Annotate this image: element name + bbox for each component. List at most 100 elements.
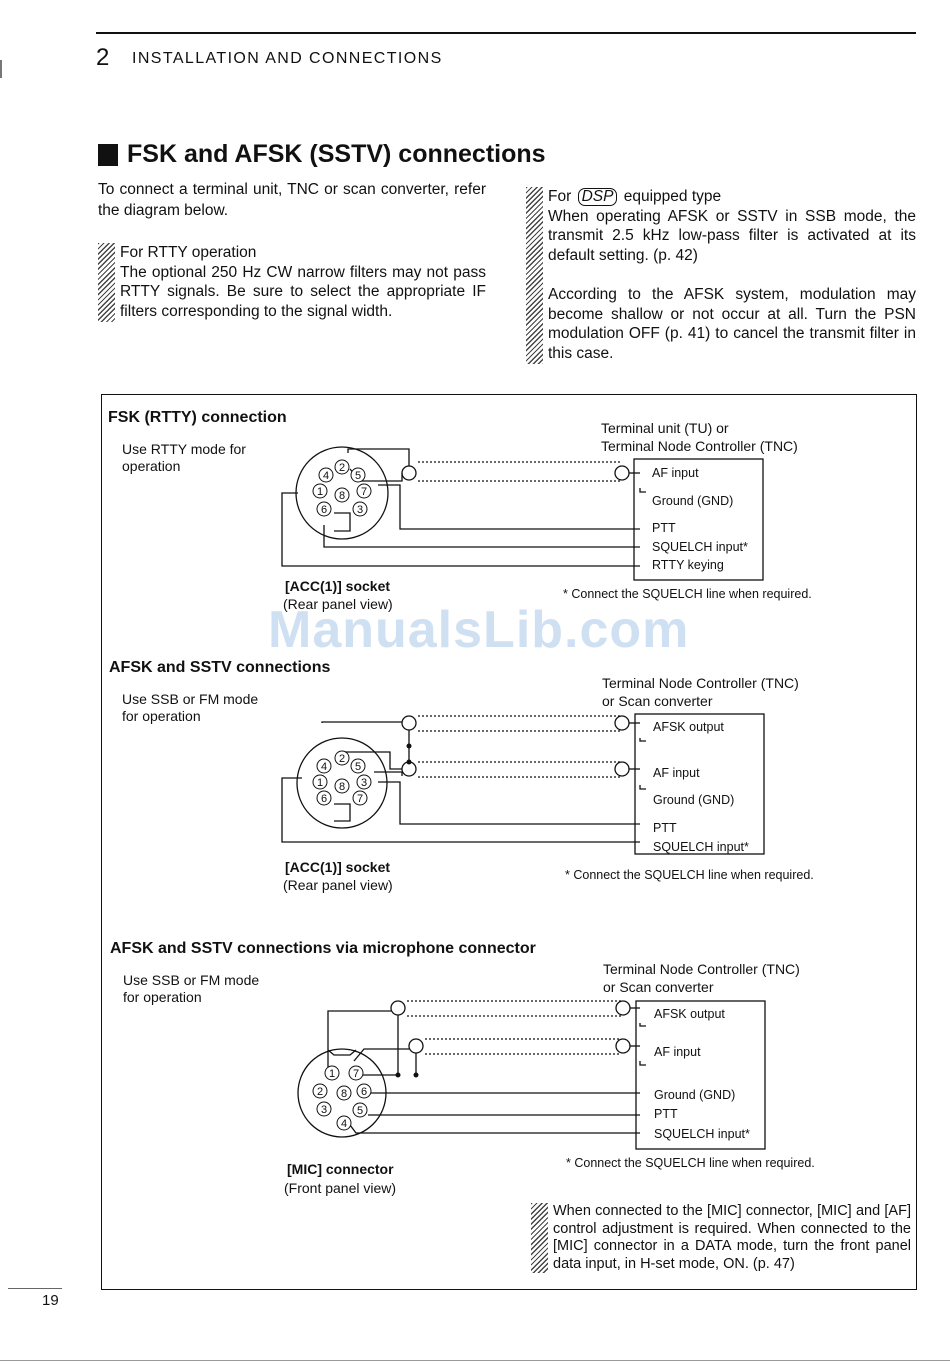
afsk-wiring-svg: 2 5 4 1 3 8 7 6 xyxy=(281,713,765,855)
mic-use-2: for operation xyxy=(123,989,202,1005)
afsk-pin-8: 8 xyxy=(334,778,350,794)
mic-pin-6-label: 6 xyxy=(361,1086,367,1098)
fsk-term-squelch: SQUELCH input* xyxy=(652,540,748,554)
afsk-term-ground: Ground (GND) xyxy=(653,793,735,807)
afsk-footnote: * Connect the SQUELCH line when required… xyxy=(565,868,814,882)
mic-pin-2: 2 xyxy=(312,1083,328,1099)
mic-use-1: Use SSB or FM mode xyxy=(123,972,260,988)
afsk-pin-4-label: 4 xyxy=(321,761,327,773)
fsk-pin-7: 7 xyxy=(356,483,372,499)
bottom-rule xyxy=(0,1360,950,1361)
dsp-note-body2: According to the AFSK system, modulation… xyxy=(548,285,916,362)
page-number: 19 xyxy=(42,1292,59,1309)
note-hatch-icon xyxy=(526,187,543,364)
margin-mark xyxy=(0,60,2,78)
note-hatch-icon xyxy=(98,243,115,322)
mic-pin-7-label: 7 xyxy=(353,1068,359,1080)
rtty-note-body: The optional 250 Hz CW narrow filters ma… xyxy=(120,263,486,321)
note-hatch-icon xyxy=(531,1203,548,1273)
section-title: FSK and AFSK (SSTV) connections xyxy=(98,140,546,169)
fsk-footnote: * Connect the SQUELCH line when required… xyxy=(563,587,812,601)
mic-connector-label: [MIC] connector xyxy=(287,1161,394,1177)
afsk-terminal-box xyxy=(634,713,765,855)
mic-pin-5-label: 5 xyxy=(357,1105,363,1117)
afsk-title: AFSK and SSTV connections xyxy=(109,659,331,676)
fsk-pin-5: 5 xyxy=(350,467,366,483)
dsp-note: For DSP equipped type When operating AFS… xyxy=(526,187,916,364)
mic-pin-4-label: 4 xyxy=(341,1118,347,1130)
dsp-heading-pre: For xyxy=(548,188,572,205)
page-rule xyxy=(8,1288,62,1289)
afsk-pin-3-label: 3 xyxy=(361,777,367,789)
afsk-use-2: for operation xyxy=(122,708,201,724)
fsk-pin-2: 2 xyxy=(334,459,350,475)
fsk-pin-6: 6 xyxy=(316,501,332,517)
afsk-device-1: Terminal Node Controller (TNC) xyxy=(602,675,799,691)
chapter-title: INSTALLATION AND CONNECTIONS xyxy=(132,50,443,67)
fsk-pin-8: 8 xyxy=(334,487,350,503)
mic-pin-7: 7 xyxy=(348,1065,364,1081)
fsk-pin-4-label: 4 xyxy=(323,470,329,482)
fsk-pin-8-label: 8 xyxy=(339,490,345,502)
afsk-socket-label: [ACC(1)] socket xyxy=(285,859,391,875)
afsk-pin-8-label: 8 xyxy=(339,781,345,793)
chapter-number: 2 xyxy=(96,44,110,71)
mic-pin-5: 5 xyxy=(352,1102,368,1118)
mic-title: AFSK and SSTV connections via microphone… xyxy=(110,940,536,957)
fsk-term-ptt: PTT xyxy=(652,521,676,535)
afsk-pin-2: 2 xyxy=(334,750,350,766)
fsk-socket-view: (Rear panel view) xyxy=(283,596,393,612)
fsk-socket-label: [ACC(1)] socket xyxy=(285,578,391,594)
intro-text: To connect a terminal unit, TNC or scan … xyxy=(98,181,486,219)
dsp-note-body1: When operating AFSK or SSTV in SSB mode,… xyxy=(548,207,916,265)
afsk-use-1: Use SSB or FM mode xyxy=(122,691,259,707)
afsk-term-af-input: AF input xyxy=(653,766,700,780)
mic-note-text: When connected to the [MIC] connector, [… xyxy=(553,1203,911,1272)
fsk-pin-1-label: 1 xyxy=(317,486,323,498)
diagram-panel: FSK (RTTY) connection Use RTTY mode for … xyxy=(101,394,917,1290)
rtty-note-heading: For RTTY operation xyxy=(120,244,257,261)
afsk-pin-6-label: 6 xyxy=(321,793,327,805)
mic-pin-4: 4 xyxy=(336,1115,352,1131)
section-bullet-icon xyxy=(98,143,118,166)
afsk-pin-7-label: 7 xyxy=(357,793,363,805)
mic-pin-3: 3 xyxy=(316,1101,332,1117)
mic-pin-6: 6 xyxy=(356,1083,372,1099)
fsk-use-2: operation xyxy=(122,458,181,474)
fsk-pin-5-label: 5 xyxy=(355,470,361,482)
mic-footnote: * Connect the SQUELCH line when required… xyxy=(566,1156,815,1170)
afsk-term-ptt: PTT xyxy=(653,821,677,835)
mic-terminal-box xyxy=(635,1000,766,1150)
afsk-pin-2-label: 2 xyxy=(339,753,345,765)
watermark: ManualsLib.com xyxy=(268,601,690,659)
fsk-use-1: Use RTTY mode for xyxy=(122,441,246,457)
afsk-term-squelch: SQUELCH input* xyxy=(653,840,749,854)
afsk-pin-1: 1 xyxy=(312,774,328,790)
afsk-device-2: or Scan converter xyxy=(602,693,713,709)
fsk-term-ground: Ground (GND) xyxy=(652,494,734,508)
afsk-pin-5-label: 5 xyxy=(355,761,361,773)
mic-term-afsk-output: AFSK output xyxy=(654,1007,725,1021)
mic-pin-1: 1 xyxy=(324,1065,340,1081)
fsk-term-rtty-keying: RTTY keying xyxy=(652,558,724,572)
afsk-pin-1-label: 1 xyxy=(317,777,323,789)
fsk-term-af-input: AF input xyxy=(652,466,699,480)
afsk-pin-3: 3 xyxy=(356,774,372,790)
fsk-pin-6-label: 6 xyxy=(321,504,327,516)
rtty-note: For RTTY operation The optional 250 Hz C… xyxy=(98,243,486,322)
mic-pin-3-label: 3 xyxy=(321,1104,327,1116)
mic-device-1: Terminal Node Controller (TNC) xyxy=(603,961,800,977)
mic-term-ptt: PTT xyxy=(654,1107,678,1121)
mic-pin-1-label: 1 xyxy=(329,1068,335,1080)
dsp-heading-post: equipped type xyxy=(623,188,722,205)
afsk-socket-view: (Rear panel view) xyxy=(283,877,393,893)
header-rule xyxy=(96,32,916,34)
section-title-text: FSK and AFSK (SSTV) connections xyxy=(127,140,546,168)
fsk-pin-4: 4 xyxy=(318,467,334,483)
afsk-pin-7: 7 xyxy=(352,790,368,806)
fsk-device-1: Terminal unit (TU) or xyxy=(601,420,729,436)
afsk-pin-5: 5 xyxy=(350,758,366,774)
mic-pin-2-label: 2 xyxy=(317,1086,323,1098)
afsk-pin-6: 6 xyxy=(316,790,332,806)
mic-note: When connected to the [MIC] connector, [… xyxy=(531,1203,911,1273)
